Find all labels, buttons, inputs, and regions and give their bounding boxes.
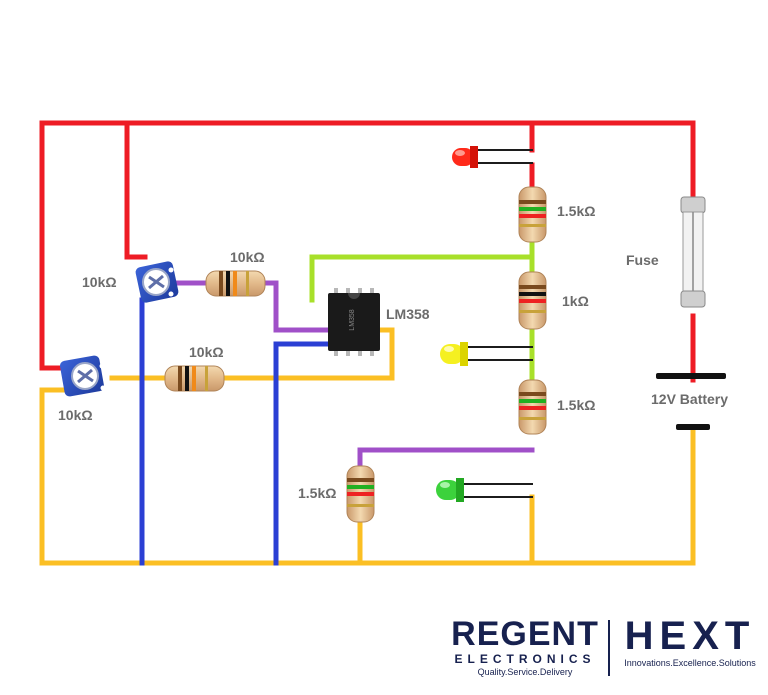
potentiometer-lower (59, 355, 106, 397)
label-resistor-lower: 10kΩ (189, 344, 224, 360)
label-r-green: 1.5kΩ (298, 485, 337, 501)
resistor-upper-10k (205, 270, 266, 297)
wire-red (39, 120, 71, 371)
led-green (436, 478, 464, 502)
wire-lime (309, 254, 535, 303)
led-red (452, 146, 478, 168)
label-resistor-upper: 10kΩ (230, 249, 265, 265)
hext-tagline: Innovations.Excellence.Solutions (624, 658, 756, 668)
wire-led-lead (465, 346, 533, 361)
battery (656, 373, 726, 430)
fuse (680, 196, 706, 308)
resistor-lower-10k (164, 365, 225, 392)
svg-text:LM358: LM358 (349, 309, 356, 331)
label-pot-lower: 10kΩ (58, 407, 93, 423)
led-yellow (440, 342, 468, 366)
label-r-top: 1.5kΩ (557, 203, 596, 219)
label-battery: 12V Battery (651, 391, 729, 407)
label-fuse: Fuse (626, 252, 659, 268)
resistor-green-1-5k (346, 465, 375, 523)
wire-purple (259, 280, 329, 333)
wire-led-lead (463, 483, 533, 498)
logo-divider (608, 620, 610, 676)
wires (39, 120, 696, 566)
wire-yellow (39, 387, 696, 566)
label-r-mid: 1kΩ (562, 293, 589, 309)
label-opamp: LM358 (386, 306, 430, 322)
potentiometer-upper (135, 261, 179, 303)
wire-yellow (219, 327, 395, 381)
label-pot-upper: 10kΩ (82, 274, 117, 290)
lm358-ic: LM358 (328, 288, 380, 356)
regent-tagline: Quality.Service.Delivery (477, 667, 573, 677)
resistor-bottom-1-5k (518, 379, 547, 435)
wire-purple (357, 447, 535, 471)
wire-blue (273, 341, 329, 566)
wire-red (124, 120, 148, 260)
resistor-top-1-5k (518, 186, 547, 243)
resistor-mid-1k (518, 271, 547, 330)
regent-name: REGENT (451, 615, 599, 653)
regent-sub: ELECTRONICS (454, 652, 596, 666)
regent-logo: REGENT ELECTRONICS Quality.Service.Deliv… (450, 616, 600, 678)
hext-logo: HEXT Innovations.Excellence.Solutions (620, 616, 760, 670)
label-r-bottom: 1.5kΩ (557, 397, 596, 413)
hext-name: HEXT (624, 614, 756, 658)
wire-led-lead (475, 149, 533, 164)
